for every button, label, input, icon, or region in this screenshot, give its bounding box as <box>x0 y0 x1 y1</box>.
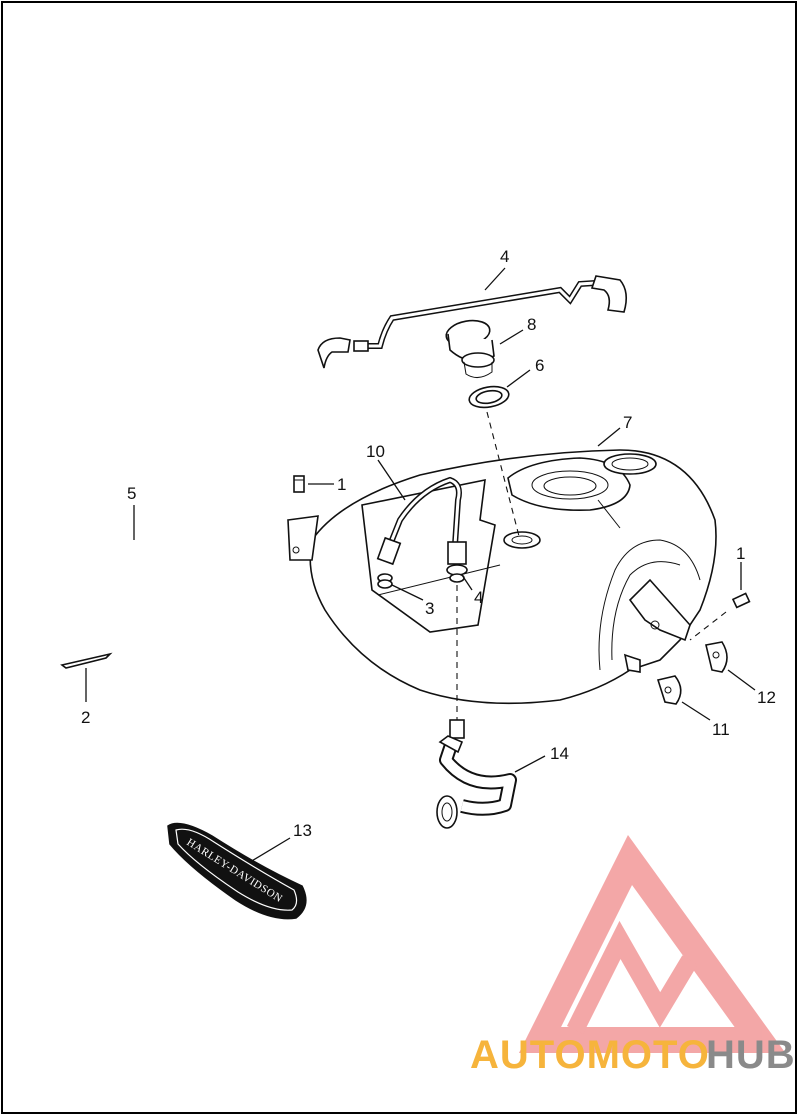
callout-10: 10 <box>366 442 385 461</box>
fitting-3 <box>377 573 393 589</box>
callout-14: 14 <box>550 744 569 763</box>
fuel-valve-4 <box>446 541 468 583</box>
fuel-tank-8 <box>287 449 717 705</box>
callout-9: 8 <box>527 315 536 334</box>
callout-1-rear: 1 <box>736 544 745 563</box>
vent-hose-6 <box>34 337 351 741</box>
callouts: 4 8 6 7 10 1 5 1 3 4 2 12 11 14 13 <box>81 247 776 840</box>
watermark-text: AUTOMOTO HUB <box>470 1033 796 1077</box>
screw-1-front <box>293 475 305 493</box>
callout-4: 4 <box>474 588 483 607</box>
leader-lines <box>85 267 756 863</box>
callout-7: 6 <box>535 356 544 375</box>
callout-1-front: 1 <box>337 475 346 494</box>
watermark-logo-icon <box>518 834 786 1053</box>
callout-12: 12 <box>757 688 776 707</box>
callout-13: 13 <box>293 821 312 840</box>
watermark-part2: HUB <box>706 1033 796 1077</box>
callout-6: 5 <box>127 484 136 503</box>
gasket-7 <box>468 385 510 409</box>
clip-11 <box>656 675 682 705</box>
fuel-line-10 <box>376 476 462 566</box>
vent-line-5 <box>353 275 628 352</box>
clip-12 <box>705 641 728 673</box>
callout-11: 11 <box>712 720 730 739</box>
callout-8: 7 <box>623 413 632 432</box>
center-lines <box>456 411 727 720</box>
cotter-pin-2 <box>60 652 113 669</box>
screw-1-rear <box>731 592 751 609</box>
callout-3: 3 <box>425 599 434 618</box>
callout-5: 4 <box>500 247 509 266</box>
fuel-cap-9 <box>445 319 495 378</box>
emblem-13: HARLEY-DAVIDSON <box>167 822 307 920</box>
fuel-supply-hose-14 <box>436 719 517 829</box>
watermark-part1: AUTOMOTO <box>470 1033 710 1077</box>
callout-2: 2 <box>81 708 90 727</box>
